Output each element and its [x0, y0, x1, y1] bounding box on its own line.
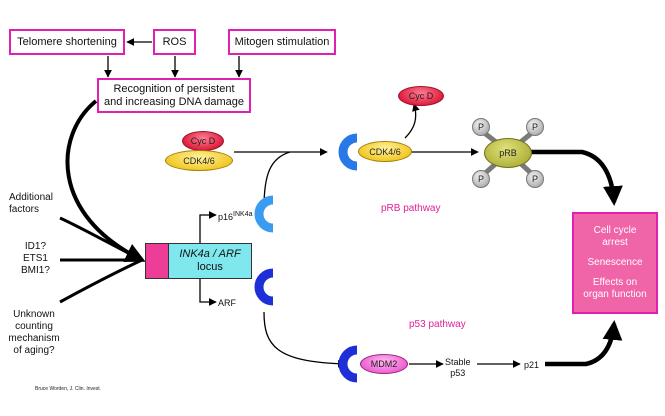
arrow-prb-to-outcome [522, 149, 623, 206]
ros-label: ROS [162, 35, 187, 48]
locus-cyan-segment: INK4a / ARF locus [169, 244, 251, 278]
mitogen-stimulation-box: Mitogen stimulation [228, 29, 336, 55]
curve-unknown-mechanism [59, 258, 143, 304]
unknown-mechanism-label: Unknown counting mechanism of aging? [7, 309, 61, 357]
organ-function-label: Effects on organ function [574, 277, 656, 301]
cyc-d-protein: Cyc D [182, 131, 224, 151]
phosphate-4: P [526, 170, 544, 188]
bmi1-label: BMI1? [21, 265, 50, 276]
curve-additional-factors [59, 216, 143, 262]
locus-pink-segment [146, 244, 169, 278]
phosphate-3: P [472, 170, 490, 188]
ets1-label: ETS1 [22, 253, 48, 264]
p16-text: p16 [218, 212, 234, 222]
arrow-locus-to-p16 [199, 211, 217, 243]
telomere-shortening-box: Telomere shortening [9, 29, 125, 55]
arrow-damage-to-locus [65, 99, 146, 262]
mdm2-bound-inhibitor-shape [338, 345, 358, 383]
senescence-label: Senescence [587, 257, 643, 268]
arf-label: ARF [218, 298, 236, 308]
id1-label: ID1? [24, 241, 47, 252]
p21-label: p21 [524, 360, 540, 370]
cdk46-bound-label: CDK4/6 [369, 146, 401, 157]
locus-name: INK4a / ARF [179, 248, 241, 260]
arrow-p21-to-outcome [545, 320, 623, 367]
cdk46-bound-protein: CDK4/6 [358, 141, 412, 162]
mdm2-protein: MDM2 [360, 354, 408, 374]
phosphate-1: P [472, 118, 490, 136]
unknown-line-3: mechanism [8, 333, 60, 344]
unknown-line-4: of aging? [13, 345, 55, 356]
cdk46-label: CDK4/6 [183, 155, 215, 166]
dna-damage-recognition-box: Recognition of persistent and increasing… [97, 78, 251, 113]
cyc-d-label: Cyc D [190, 136, 216, 146]
arf-inhibitor-shape [254, 268, 274, 306]
recognition-line-1: Recognition of persistent [113, 82, 235, 95]
mitogen-stimulation-label: Mitogen stimulation [234, 35, 330, 48]
ros-box: ROS [153, 29, 196, 55]
phosphate-2: P [526, 118, 544, 136]
p53-text: p53 [450, 368, 466, 378]
p16-label: p16INK4a [218, 209, 253, 223]
cyc-d-released-label: Cyc D [408, 91, 434, 101]
prb-label: pRB [499, 148, 517, 158]
p16-inhibitor-shape [254, 195, 274, 233]
phosphate-4-label: P [531, 174, 538, 184]
mdm2-label: MDM2 [370, 359, 398, 369]
prb-pathway-label: pRB pathway [381, 203, 441, 214]
figure-credit: Bruce Worden, J. Clin. Invest. [35, 386, 102, 392]
effects-on-text: Effects on [592, 277, 638, 288]
prb-protein: pRB [484, 138, 532, 168]
ink4a-arf-locus-box: INK4a / ARF locus [145, 243, 252, 279]
cyc-d-released-protein: Cyc D [398, 86, 444, 106]
phosphate-3-label: P [477, 174, 484, 184]
p16-superscript: INK4a [233, 211, 253, 218]
additional-line-1: Additional [9, 192, 53, 203]
telomere-shortening-label: Telomere shortening [17, 35, 117, 48]
cdk-bound-inhibitor-shape [338, 133, 358, 171]
additional-factors-label: Additional factors [9, 192, 53, 216]
unknown-line-2: counting [15, 321, 53, 332]
unknown-line-1: Unknown [13, 309, 55, 320]
p53-pathway-label: p53 pathway [409, 319, 466, 330]
arrow-cycd-release [404, 103, 420, 139]
locus-word: locus [197, 261, 223, 273]
arrow-arf-to-mdm2 [263, 311, 346, 368]
stable-p53-label: Stable p53 [445, 357, 471, 379]
phosphate-2-label: P [531, 122, 538, 132]
outcome-box: Cell cycle arrest Senescence Effects on … [572, 212, 658, 314]
organ-function-text: organ function [583, 289, 647, 300]
additional-line-2: factors [9, 204, 40, 215]
cell-cycle-text: Cell cycle [593, 225, 637, 236]
cdk46-protein: CDK4/6 [165, 150, 233, 171]
phosphate-1-label: P [477, 122, 484, 132]
arrest-text: arrest [602, 237, 628, 248]
arrow-locus-to-arf [199, 279, 217, 306]
recognition-line-2: and increasing DNA damage [103, 95, 245, 108]
cell-cycle-arrest-label: Cell cycle arrest [574, 225, 656, 249]
stable-text: Stable [445, 357, 471, 367]
candidate-factors-label: ID1? ETS1 BMI1? [21, 241, 50, 277]
